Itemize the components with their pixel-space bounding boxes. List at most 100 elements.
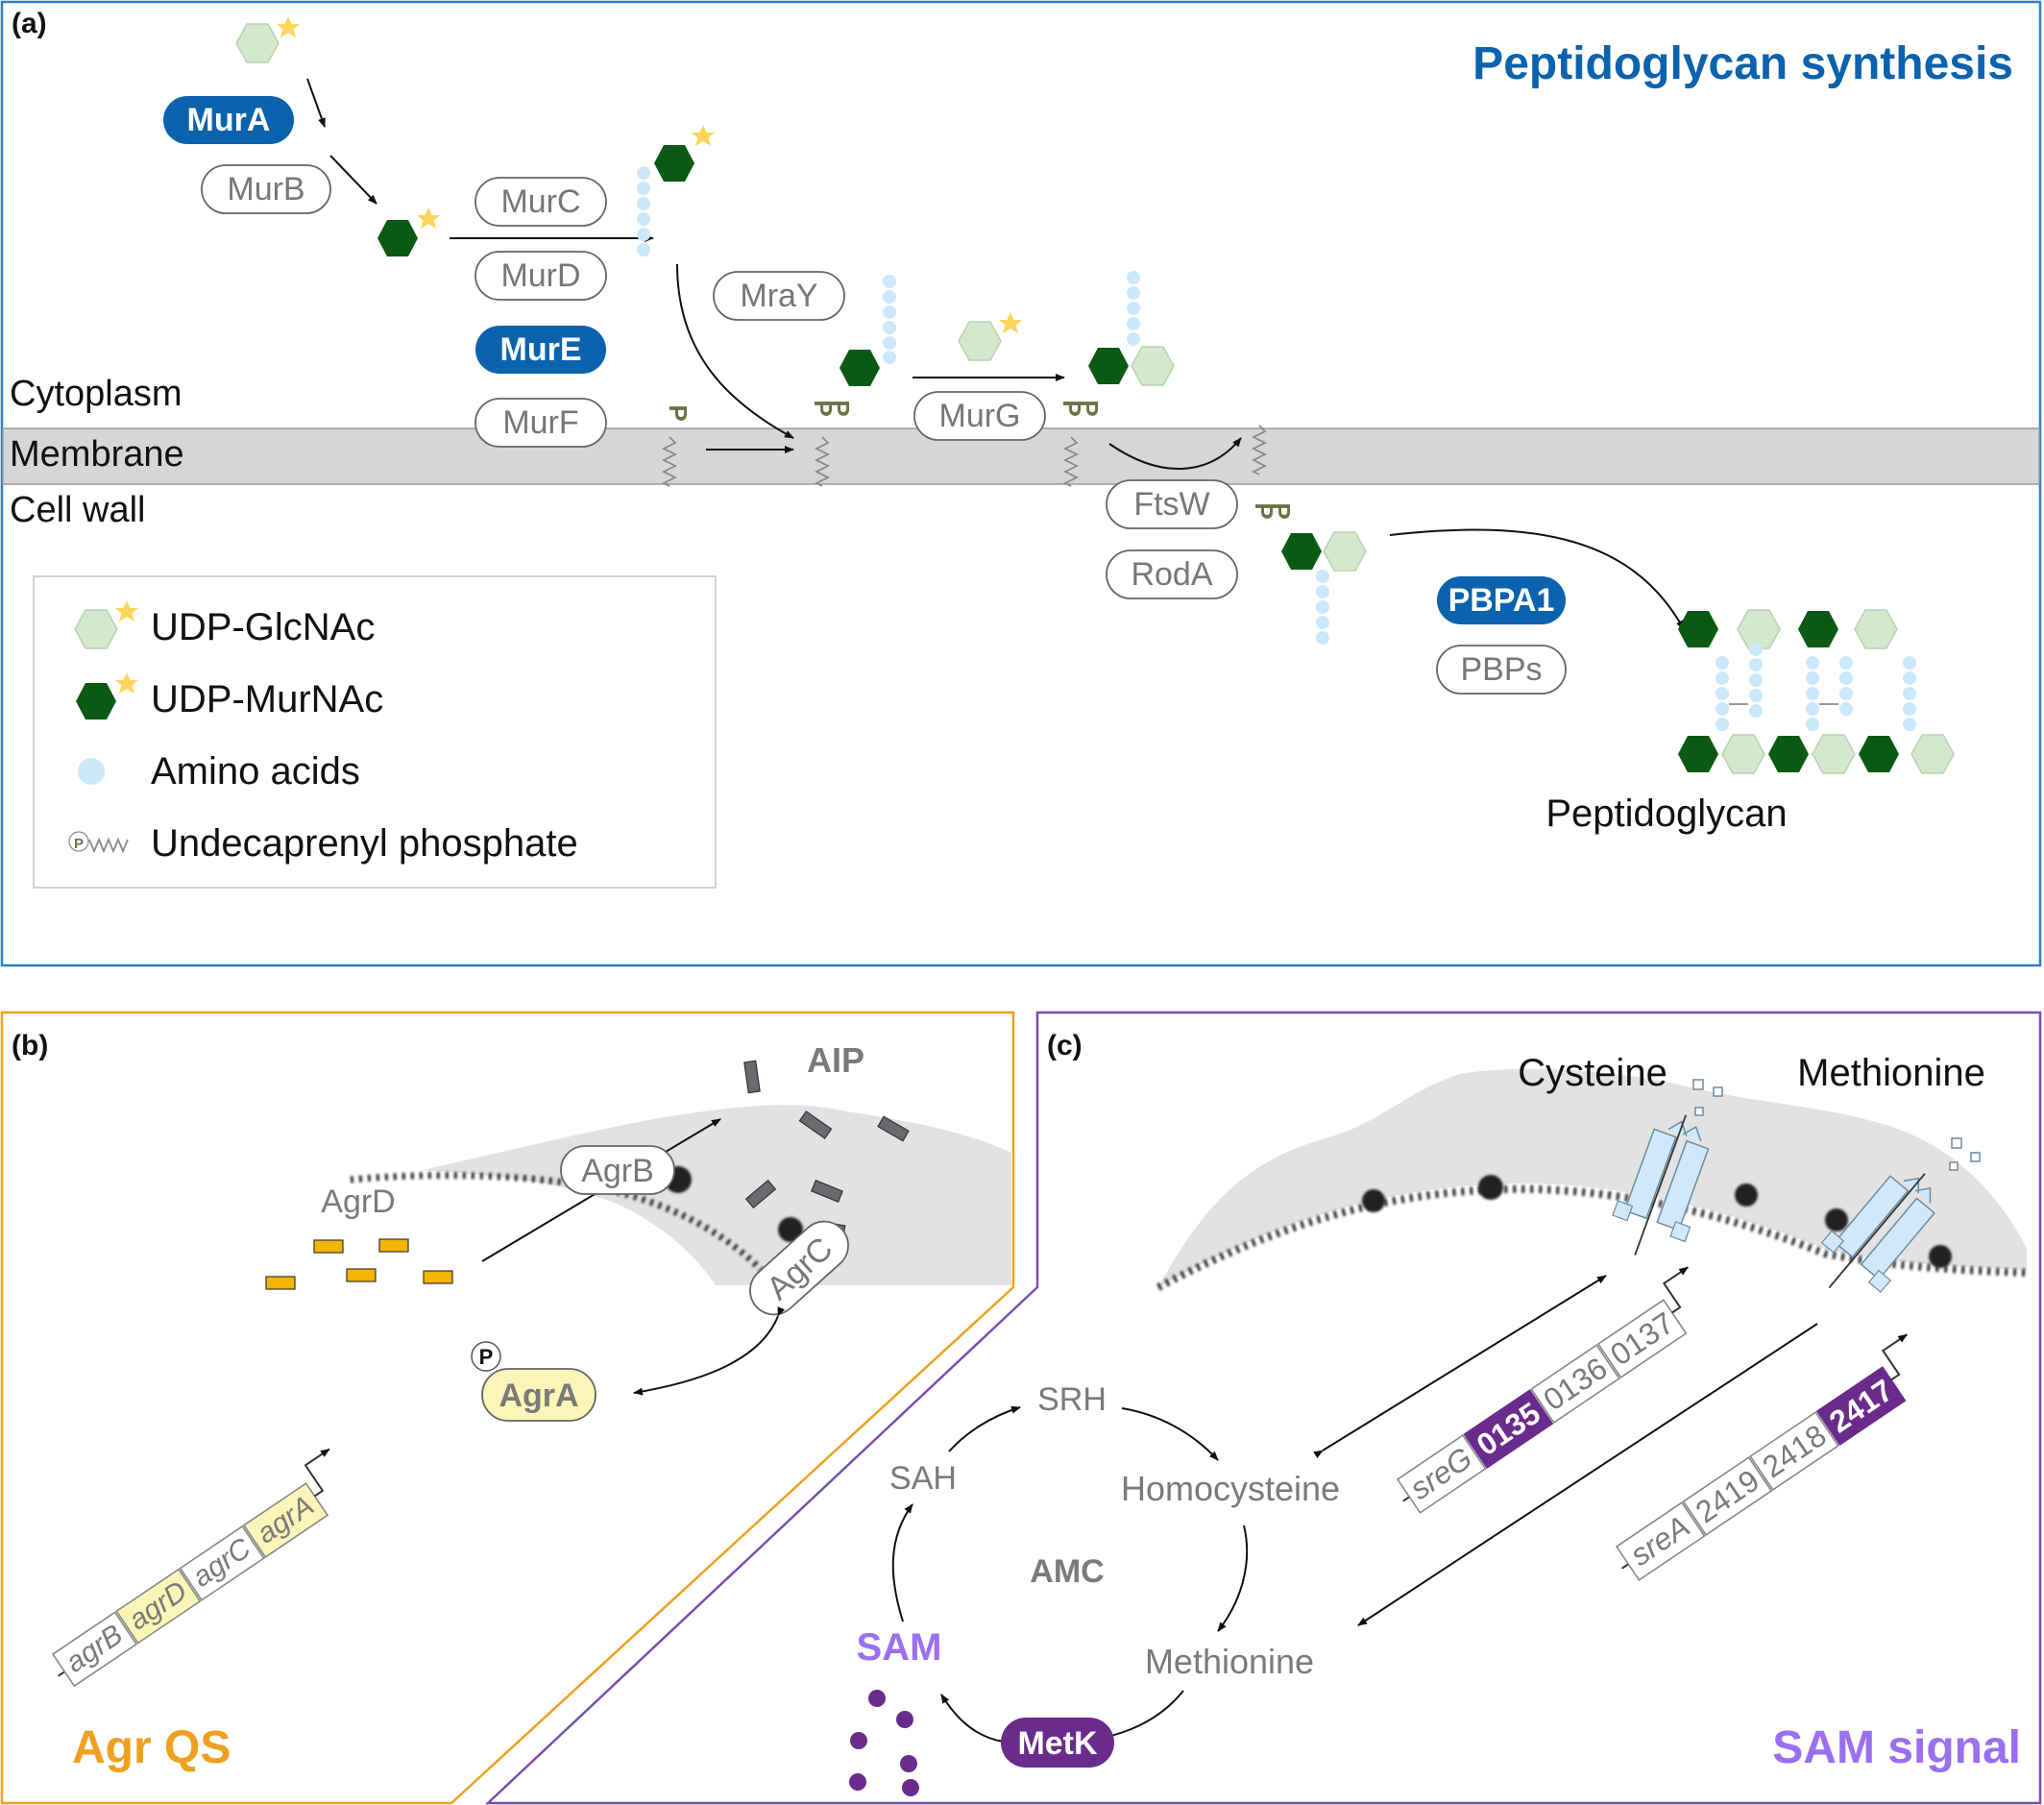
enzyme-agrb — [560, 1145, 675, 1195]
lipid-ii-flipped: P P — [1250, 425, 1367, 645]
panel-b: (b) AIP AgrD AgrB AgrC — [0, 1011, 1015, 1805]
promoter-srea — [1881, 1333, 1909, 1381]
legend-udp-glcnac: UDP-GlcNAc — [151, 606, 375, 648]
panel-c-label: (c) — [1047, 1030, 1083, 1061]
enzyme-murg — [913, 391, 1046, 441]
enzyme-murd — [474, 251, 607, 301]
gene-agrc — [179, 1524, 265, 1601]
cysteine-molecules — [1692, 1079, 1723, 1116]
cysteine-label: Cysteine — [1518, 1052, 1667, 1094]
enzyme-mray-label: MraY — [740, 278, 817, 314]
cell-surface-c — [1158, 1068, 2027, 1287]
lipid-i: P P — [809, 275, 896, 487]
phosphate-1: P — [664, 404, 693, 421]
cycle-sam: SAM — [857, 1626, 942, 1669]
transporter-methionine — [1820, 1173, 1935, 1293]
enzyme-ftsw-label: FtsW — [1133, 486, 1209, 523]
cycle-amc: AMC — [1030, 1553, 1104, 1590]
enzyme-mray — [713, 271, 845, 321]
enzyme-murc-label: MurC — [500, 183, 580, 220]
enzyme-murg-label: MurG — [939, 398, 1021, 434]
gene-0135 — [1463, 1389, 1554, 1469]
panel-a-label: (a) — [12, 8, 47, 39]
membrane-dot-c2 — [1478, 1175, 1503, 1200]
panel-b-title: Agr QS — [72, 1722, 231, 1773]
panel-c: (c) Cysteine Methionine — [484, 1011, 2042, 1805]
undecaprenyl-phosphate-1: P — [663, 404, 693, 487]
enzyme-murc — [474, 177, 607, 227]
membrane-dot-c1 — [1362, 1189, 1385, 1212]
arrow-cysteine-homocysteine — [1313, 1275, 1607, 1459]
arrow-srh-homocysteine — [1121, 1407, 1219, 1461]
promoter-sreg — [1662, 1266, 1690, 1314]
agrd-label: AgrD — [321, 1183, 395, 1220]
enzyme-mure-label: MurE — [500, 331, 582, 368]
enzyme-pbpa1 — [1437, 576, 1566, 624]
phosphate-lipid-ii-a: P — [1058, 400, 1086, 416]
enzyme-pbps-label: PBPs — [1460, 651, 1542, 688]
zigzag-legend-icon — [88, 837, 129, 854]
arrow-to-lipid-i — [676, 263, 794, 439]
methionine-molecules — [1949, 1137, 1981, 1171]
membrane-dot-c3 — [1735, 1183, 1758, 1207]
gene-0137 — [1596, 1299, 1688, 1379]
phosphate-legend-icon — [68, 831, 89, 852]
legend-undecaprenyl-phosphate: Undecaprenyl phosphate — [151, 822, 578, 865]
gene-0136 — [1530, 1344, 1620, 1424]
lipid-ii: P P — [1058, 271, 1175, 487]
enzyme-metk-label: MetK — [1017, 1725, 1098, 1762]
arrow-agrc-agra — [633, 1306, 786, 1396]
enzyme-murf — [474, 398, 607, 448]
enzyme-pbps — [1436, 645, 1567, 695]
peptidoglycan-mesh — [1678, 609, 1955, 774]
arrow-polymerization — [1389, 528, 1685, 630]
enzyme-murb — [201, 164, 331, 214]
gene-srea — [1615, 1501, 1706, 1581]
enzyme-mura-label: MurA — [187, 102, 271, 138]
agrd-peptides — [265, 1238, 453, 1290]
region-cell-wall: Cell wall — [10, 490, 145, 530]
phosphate-lipid-ii-b: P — [1075, 400, 1104, 416]
legend-udp-murnac: UDP-MurNAc — [151, 678, 383, 720]
membrane-dot-b2 — [778, 1217, 803, 1242]
amino-acid-legend-icon — [78, 758, 105, 785]
cycle-methionine: Methionine — [1145, 1642, 1314, 1681]
membrane-dot-c5 — [1929, 1245, 1952, 1268]
transporter-cysteine — [1612, 1114, 1710, 1256]
arrow-sam-sah — [891, 1503, 913, 1622]
panel-c-title: SAM signal — [1772, 1722, 2021, 1773]
region-cytoplasm: Cytoplasm — [10, 374, 182, 414]
enzyme-murf-label: MurF — [502, 404, 578, 441]
gene-2418 — [1749, 1411, 1839, 1491]
enzyme-agrb-label: AgrB — [581, 1153, 654, 1189]
arrow-murb — [329, 155, 377, 205]
enzyme-roda-label: RodA — [1131, 556, 1212, 593]
panel-a: (a) Peptidoglycan synthesis Cytoplasm Me… — [0, 0, 2042, 967]
legend-amino-acids: Amino acids — [151, 750, 360, 793]
membrane-dot-c4 — [1825, 1208, 1848, 1232]
gene-agra — [242, 1482, 329, 1559]
arrow-sah-srh — [948, 1405, 1021, 1452]
phosphate-lipid-i-a: P — [809, 400, 838, 416]
phosphate-lipid-i-b: P — [826, 400, 855, 416]
phospho-agra-icon — [471, 1341, 501, 1372]
arrow-methionine-import — [1357, 1323, 1818, 1626]
promoter-agr — [304, 1448, 330, 1498]
arrow-metk-sam — [940, 1694, 1005, 1743]
regulator-agra-label: AgrA — [499, 1378, 578, 1414]
phosphate-flipped-b: P — [1267, 502, 1296, 519]
cell-surface-b — [423, 1105, 1011, 1285]
arrow-homocysteine-methionine — [1217, 1524, 1249, 1632]
region-membrane: Membrane — [10, 434, 184, 475]
gene-agrd — [115, 1568, 202, 1645]
legend-a: UDP-GlcNAc UDP-MurNAc Amino acids P Unde… — [33, 575, 717, 889]
cycle-homocysteine: Homocysteine — [1121, 1469, 1340, 1508]
product-peptidoglycan: Peptidoglycan — [1545, 793, 1787, 835]
arrow-mura — [306, 78, 326, 128]
legend-frame — [33, 575, 717, 889]
legend-phosphate-prefix: P — [74, 836, 84, 852]
gene-sreg — [1396, 1434, 1487, 1514]
regulator-agra — [481, 1368, 596, 1422]
operon-sreg: sreG 0135 0136 0137 — [1396, 1266, 1690, 1514]
